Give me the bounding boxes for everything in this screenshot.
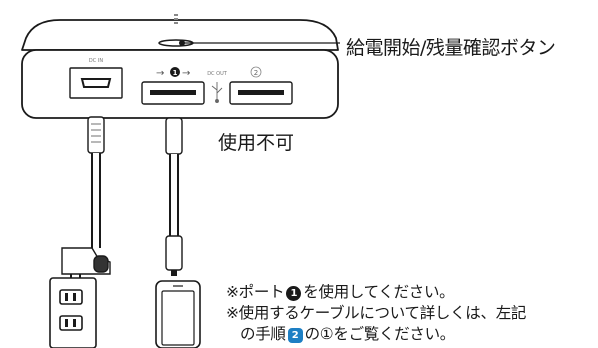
power-button-label: 給電開始/残量確認ボタン xyxy=(346,37,556,59)
note-3-prefix: の手順 xyxy=(240,325,286,343)
usb-symbol-icon xyxy=(211,82,223,103)
dc-in-port xyxy=(69,67,123,99)
port1-number-badge xyxy=(170,67,180,77)
dc-in-label: DC IN xyxy=(89,58,103,64)
usb-port-1 xyxy=(141,81,205,105)
ac-adapter-cable xyxy=(61,116,111,282)
cable-plug-usb xyxy=(165,117,183,155)
smartphone-screen xyxy=(161,290,195,346)
outlet-socket-top xyxy=(59,289,83,305)
dc-in-bezel xyxy=(69,67,123,99)
port1-arrow-left: → xyxy=(156,68,164,79)
step-2-badge-icon: 2 xyxy=(287,328,303,343)
power-bank xyxy=(21,14,339,119)
dc-out-label: DC OUT xyxy=(207,71,228,77)
cable-plug-micro xyxy=(165,235,183,271)
note-1-prefix: ※ポート xyxy=(226,283,285,301)
note-1-suffix: を使用してください。 xyxy=(303,283,455,301)
wall-outlet xyxy=(49,277,97,348)
port2-number-badge xyxy=(250,66,262,78)
port1-number: 1 xyxy=(173,69,178,77)
note-3-suffix: の①をご覧ください。 xyxy=(304,325,456,343)
port-1-badge-icon: 1 xyxy=(286,286,302,301)
outlet-socket-bottom xyxy=(59,315,83,331)
smartphone xyxy=(155,280,201,348)
usb-port-2 xyxy=(229,81,293,105)
unusable-port-label: 使用不可 xyxy=(218,132,295,154)
cable-plug-dc xyxy=(87,116,105,154)
indicator-led xyxy=(174,14,178,16)
indicator-led xyxy=(174,22,178,24)
dc-in-socket xyxy=(80,78,112,88)
port2-number: 2 xyxy=(254,69,258,77)
port1-arrow-right: → xyxy=(182,68,190,79)
button-callout-leader xyxy=(179,40,340,46)
usb-cable-to-phone xyxy=(165,117,183,276)
indicator-led xyxy=(174,18,178,20)
note-line-2: ※使用するケーブルについて詳しくは、左記 xyxy=(226,304,527,322)
